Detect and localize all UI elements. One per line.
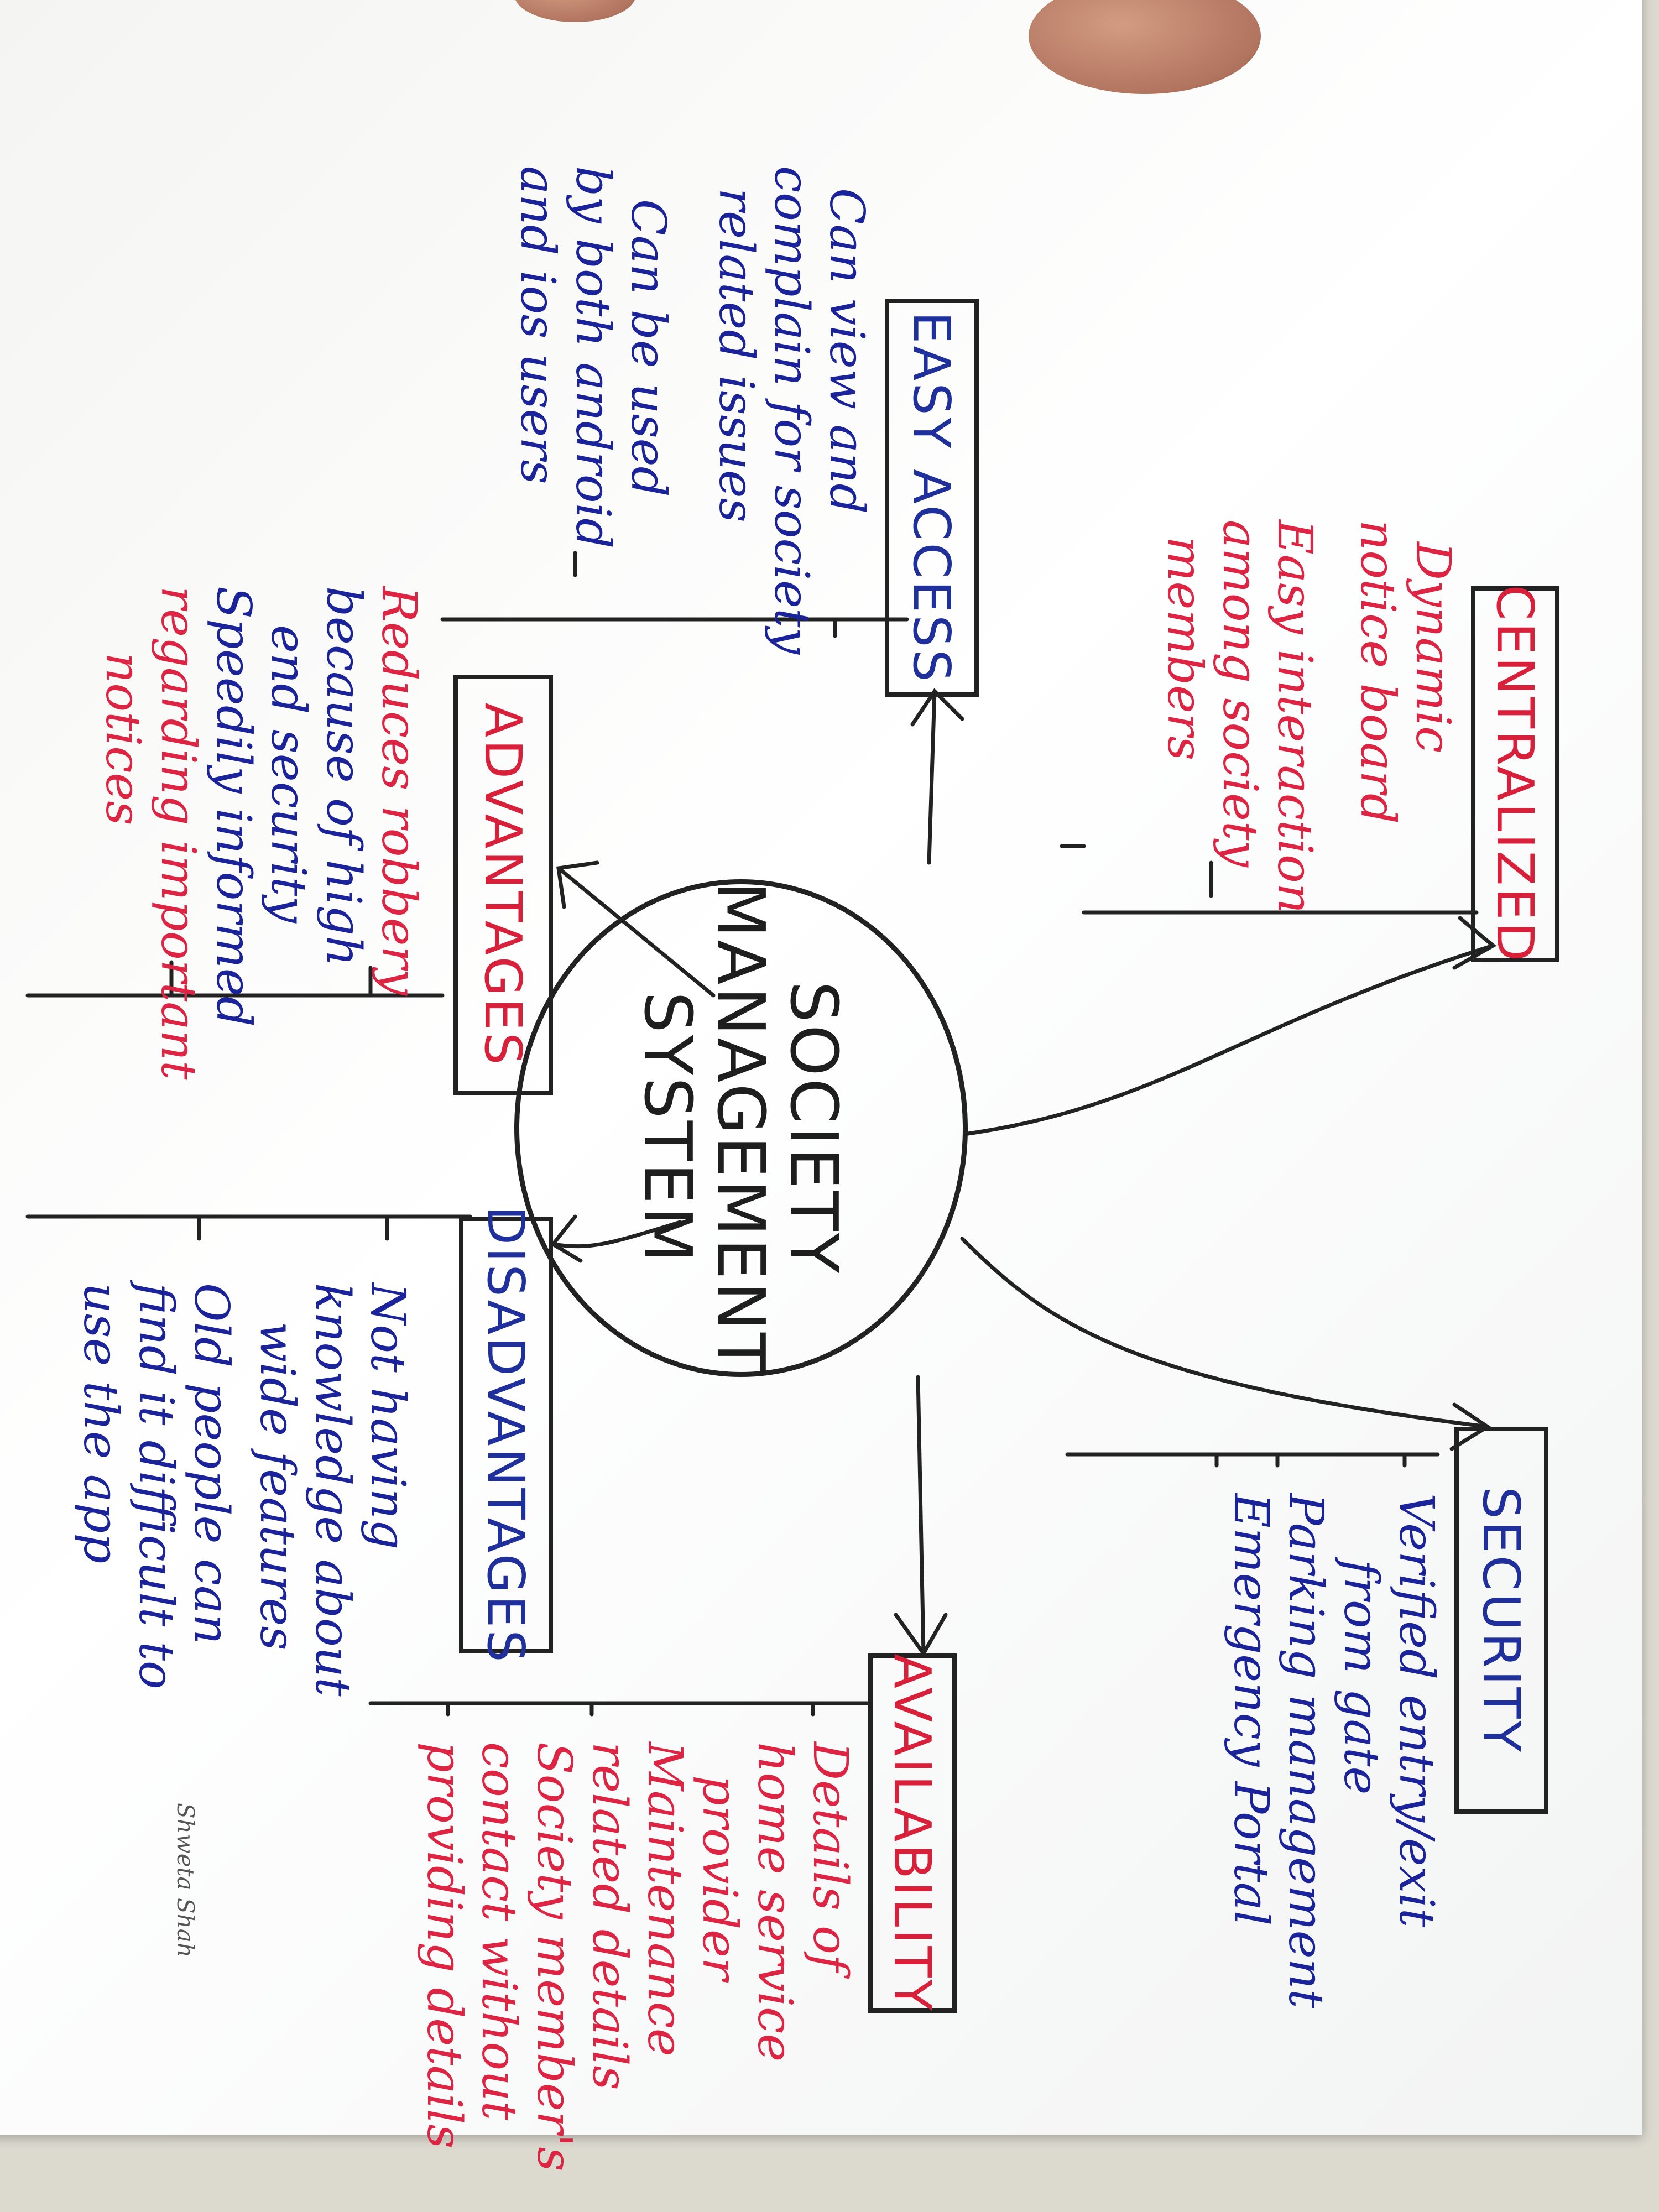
paper-sheet	[0, 0, 1642, 2135]
arrowhead-easy-access	[910, 688, 964, 727]
easy-access-item-6: and ios users	[510, 166, 566, 484]
advantages-item-2: because of high	[316, 586, 372, 967]
availability-item-4: Maintenance	[637, 1742, 692, 2057]
disadvantages-item-1: Not having	[360, 1283, 415, 1550]
node-easy-access: EASY ACCESS	[885, 299, 979, 697]
disadvantages-item-3: wide features	[249, 1322, 305, 1651]
availability-item-7: contact without	[471, 1742, 527, 2121]
signature: Shweta Shah	[172, 1803, 199, 1958]
availability-details: Details of home service provider Mainten…	[416, 1742, 858, 2172]
connector-security	[960, 1237, 1490, 1429]
node-centralized-title: CENTRALIZED	[1485, 585, 1545, 964]
central-line-1: SOCIETY	[776, 981, 853, 1275]
arrowhead-centralized	[1452, 916, 1497, 970]
node-availability: AVAILABILITY	[868, 1653, 957, 2013]
centralized-item-2: notice board	[1350, 520, 1406, 824]
security-item-2: from gate	[1333, 1559, 1389, 1795]
node-security-title: SECURITY	[1472, 1486, 1531, 1754]
centralized-item-3: Easy interaction	[1267, 520, 1323, 914]
connector-easy-access	[927, 689, 937, 865]
disadvantages-item-4: Old people can	[183, 1283, 239, 1645]
advantages-item-3: end security	[260, 625, 316, 924]
arrowhead-availability	[894, 1613, 948, 1657]
advantages-item-5: regarding important	[150, 586, 206, 1080]
availability-item-5: related details	[582, 1742, 637, 2090]
node-security: SECURITY	[1454, 1427, 1548, 1814]
arrowhead-security	[1449, 1402, 1491, 1451]
node-availability-title: AVAILABILITY	[883, 1653, 942, 2013]
connector-advantages	[556, 866, 716, 998]
security-item-4: Emergency Portal	[1223, 1493, 1279, 1926]
availability-item-2: home service	[747, 1742, 803, 2062]
easy-access-item-5: by both android	[565, 166, 620, 549]
availability-item-6: Society member's	[526, 1742, 582, 2172]
availability-item-8: providing details	[416, 1742, 472, 2149]
security-item-3: Parking management	[1278, 1493, 1334, 2008]
advantages-item-6: notices	[95, 653, 151, 826]
security-details: Verified entry/exit from gate Parking ma…	[1223, 1493, 1444, 2008]
disadvantages-item-5: find it difficult to	[128, 1283, 184, 1689]
node-disadvantages: DISADVANTAGES	[459, 1206, 553, 1665]
easy-access-item-1: Can view and	[819, 188, 874, 514]
advantages-item-1: Reduces robbery	[371, 586, 426, 996]
disadvantages-details: Not having knowledge about wide features…	[73, 1283, 415, 1697]
availability-item-3: provider	[692, 1775, 748, 1981]
node-advantages: ADVANTAGES	[453, 675, 553, 1095]
connector-availability	[916, 1375, 926, 1656]
centralized-item-5: members	[1157, 536, 1212, 761]
arrowhead-disadvantages	[550, 1214, 583, 1263]
node-centralized: CENTRALIZED	[1471, 585, 1559, 964]
easy-access-item-3: related issues	[708, 188, 764, 523]
centralized-item-4: among society	[1212, 520, 1267, 867]
central-line-3: SYSTEM	[629, 991, 706, 1265]
connector-disadvantages	[551, 1220, 682, 1249]
centralized-item-1: Dynamic	[1405, 542, 1460, 753]
security-item-1: Verified entry/exit	[1389, 1493, 1444, 1928]
advantages-details: Reduces robbery because of high end secu…	[95, 586, 426, 1080]
node-easy-access-title: EASY ACCESS	[902, 311, 962, 684]
signature-text: Shweta Shah	[172, 1803, 199, 1958]
finger-top-right	[1029, 0, 1261, 94]
centralized-details: Dynamic notice board Easy interaction am…	[1156, 520, 1460, 914]
connector-centralized	[966, 943, 1495, 1136]
central-line-2: MANAGEMENT	[703, 881, 780, 1375]
easy-access-item-4: Can be used	[620, 199, 676, 497]
easy-access-details: Can view and complain for society relate…	[510, 166, 874, 654]
central-node: SOCIETY MANAGEMENT SYSTEM	[514, 879, 968, 1377]
node-advantages-title: ADVANTAGES	[473, 702, 533, 1067]
arrowhead-advantages	[556, 860, 599, 909]
disadvantages-item-2: knowledge about	[305, 1283, 361, 1697]
disadvantages-item-6: use the app	[73, 1283, 129, 1564]
node-disadvantages-title: DISADVANTAGES	[476, 1206, 536, 1665]
easy-access-item-2: complain for society	[764, 166, 820, 655]
advantages-item-4: Speedily informed	[205, 586, 261, 1027]
availability-item-1: Details of	[802, 1742, 858, 1972]
